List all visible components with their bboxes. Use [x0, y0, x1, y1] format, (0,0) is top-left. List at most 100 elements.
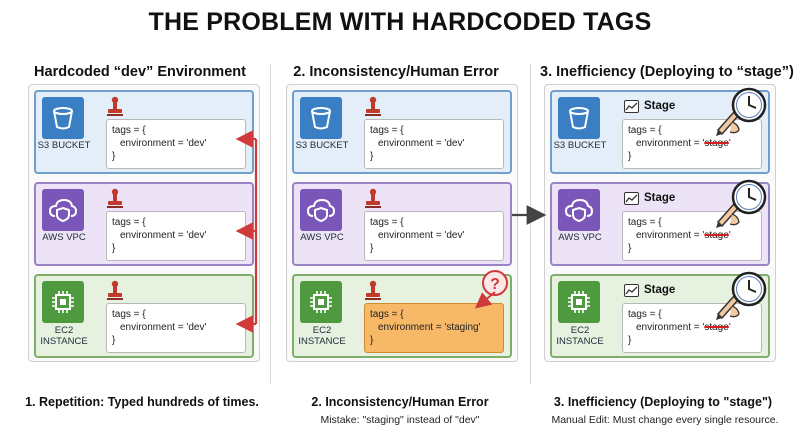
- column-heading-1: Hardcoded “dev” Environment: [34, 64, 246, 80]
- code-prefix: environment = ': [636, 138, 705, 149]
- code-line: }: [628, 243, 632, 254]
- question-icon: ?: [482, 270, 508, 296]
- column-divider: [270, 64, 271, 384]
- tag-code-block: tags = { environment = 'dev' }: [364, 119, 504, 169]
- code-line: environment = 'dev': [120, 138, 207, 149]
- code-line: }: [370, 151, 374, 162]
- code-line: }: [370, 335, 374, 346]
- column-divider: [530, 64, 531, 384]
- service-label: S3 BUCKET: [553, 140, 607, 151]
- code-line: }: [370, 243, 374, 254]
- edited-value: stage: [704, 138, 729, 149]
- footer-inconsistency-detail: Mistake: "staging" instead of "dev": [320, 414, 480, 426]
- cloud-shield-icon: [558, 189, 600, 231]
- code-line: tags = {: [628, 217, 662, 228]
- code-line: tags = {: [112, 217, 146, 228]
- chip-icon: [558, 281, 600, 323]
- service-label: EC2 INSTANCE: [556, 325, 604, 347]
- clock-icon: [731, 87, 767, 123]
- rubber-stamp-icon: [365, 280, 381, 300]
- service-label: S3 BUCKET: [295, 140, 349, 151]
- code-line: }: [112, 243, 116, 254]
- code-line: tags = {: [370, 125, 404, 136]
- code-line: environment = 'stage': [628, 229, 756, 242]
- code-suffix: ': [728, 230, 731, 241]
- footer-inefficiency: 3. Inefficiency (Deploying to "stage"): [553, 395, 773, 409]
- bucket-icon: [300, 97, 342, 139]
- clock-icon: [731, 179, 767, 215]
- tag-code-block: tags = { environment = 'dev' }: [106, 119, 246, 169]
- resource-ec2-instance: EC2 INSTANCE tags = { environment = 'dev…: [34, 274, 254, 358]
- footer-inefficiency-detail: Manual Edit: Must change every single re…: [551, 414, 779, 426]
- footer-repetition: 1. Repetition: Typed hundreds of times.: [25, 395, 259, 409]
- chart-icon: [624, 191, 639, 205]
- code-line: tags = {: [112, 125, 146, 136]
- bucket-icon: [42, 97, 84, 139]
- code-line: }: [628, 151, 632, 162]
- service-label: AWS VPC: [42, 232, 86, 243]
- cloud-shield-icon: [42, 189, 84, 231]
- stage-tag-label: Stage: [644, 192, 676, 204]
- code-line: environment = 'staging': [378, 322, 481, 333]
- tag-code-block-error: tags = { environment = 'staging' }: [364, 303, 504, 353]
- column-heading-3: 3. Inefficiency (Deploying to “stage”): [540, 64, 794, 80]
- chart-icon: [624, 99, 639, 113]
- code-line: tags = {: [112, 309, 146, 320]
- code-line: }: [112, 151, 116, 162]
- service-label: EC2 INSTANCE: [40, 325, 88, 347]
- resource-s3-bucket: S3 BUCKET tags = { environment = 'dev' }: [292, 90, 512, 174]
- chart-icon: [624, 283, 639, 297]
- rubber-stamp-icon: [107, 96, 123, 116]
- service-label: AWS VPC: [300, 232, 344, 243]
- stage-tag: Stage: [624, 282, 675, 298]
- stage-tag-label: Stage: [644, 284, 676, 296]
- chip-icon: [42, 281, 84, 323]
- service-label: S3 BUCKET: [37, 140, 91, 151]
- cloud-shield-icon: [300, 189, 342, 231]
- rubber-stamp-icon: [107, 188, 123, 208]
- code-line: tags = {: [370, 217, 404, 228]
- resource-aws-vpc: AWS VPC tags = { environment = 'dev' }: [292, 182, 512, 266]
- question-mark-text: ?: [490, 276, 500, 293]
- tag-code-block: tags = { environment = 'dev' }: [106, 303, 246, 353]
- code-suffix: ': [728, 322, 731, 333]
- resource-aws-vpc: AWS VPC tags = { environment = 'dev' }: [34, 182, 254, 266]
- code-line: tags = {: [628, 125, 662, 136]
- code-suffix: ': [728, 138, 731, 149]
- code-line: environment = 'dev': [120, 322, 207, 333]
- resource-s3-bucket: S3 BUCKET Stage tags = { environment = '…: [550, 87, 770, 174]
- tag-code-block: tags = { environment = 'dev' }: [106, 211, 246, 261]
- code-line: environment = 'dev': [378, 230, 465, 241]
- panel-inefficiency: S3 BUCKET Stage tags = { environment = '…: [544, 84, 776, 362]
- stage-tag: Stage: [624, 98, 675, 114]
- code-prefix: environment = ': [636, 230, 705, 241]
- stage-tag-label: Stage: [644, 100, 676, 112]
- code-line: environment = 'stage': [628, 137, 756, 150]
- clock-icon: [731, 271, 767, 307]
- code-line: }: [112, 335, 116, 346]
- stage-tag: Stage: [624, 190, 675, 206]
- edited-value: stage: [704, 322, 729, 333]
- panel-hardcoded: S3 BUCKET tags = { environment = 'dev' }…: [28, 84, 260, 362]
- rubber-stamp-icon: [107, 280, 123, 300]
- code-line: environment = 'dev': [378, 138, 465, 149]
- footer-inconsistency: 2. Inconsistency/Human Error: [311, 395, 489, 409]
- page-title: THE PROBLEM WITH HARDCODED TAGS: [148, 8, 652, 36]
- rubber-stamp-icon: [365, 188, 381, 208]
- code-line: tags = {: [628, 309, 662, 320]
- resource-ec2-instance: EC2 INSTANCE Stage tags = { environment …: [550, 271, 770, 358]
- service-label: AWS VPC: [558, 232, 602, 243]
- resource-s3-bucket: S3 BUCKET tags = { environment = 'dev' }: [34, 90, 254, 174]
- edited-value: stage: [704, 230, 729, 241]
- bucket-icon: [558, 97, 600, 139]
- code-line: environment = 'dev': [120, 230, 207, 241]
- resource-ec2-instance: EC2 INSTANCE tags = { environment = 'sta…: [292, 270, 512, 358]
- service-label: EC2 INSTANCE: [298, 325, 346, 347]
- code-line: tags = {: [370, 309, 404, 320]
- column-heading-2: 2. Inconsistency/Human Error: [293, 64, 499, 80]
- code-prefix: environment = ': [636, 322, 705, 333]
- panel-human-error: S3 BUCKET tags = { environment = 'dev' }…: [286, 84, 518, 362]
- tag-code-block: tags = { environment = 'dev' }: [364, 211, 504, 261]
- resource-aws-vpc: AWS VPC Stage tags = { environment = 'st…: [550, 179, 770, 266]
- code-line: environment = 'stage': [628, 321, 756, 334]
